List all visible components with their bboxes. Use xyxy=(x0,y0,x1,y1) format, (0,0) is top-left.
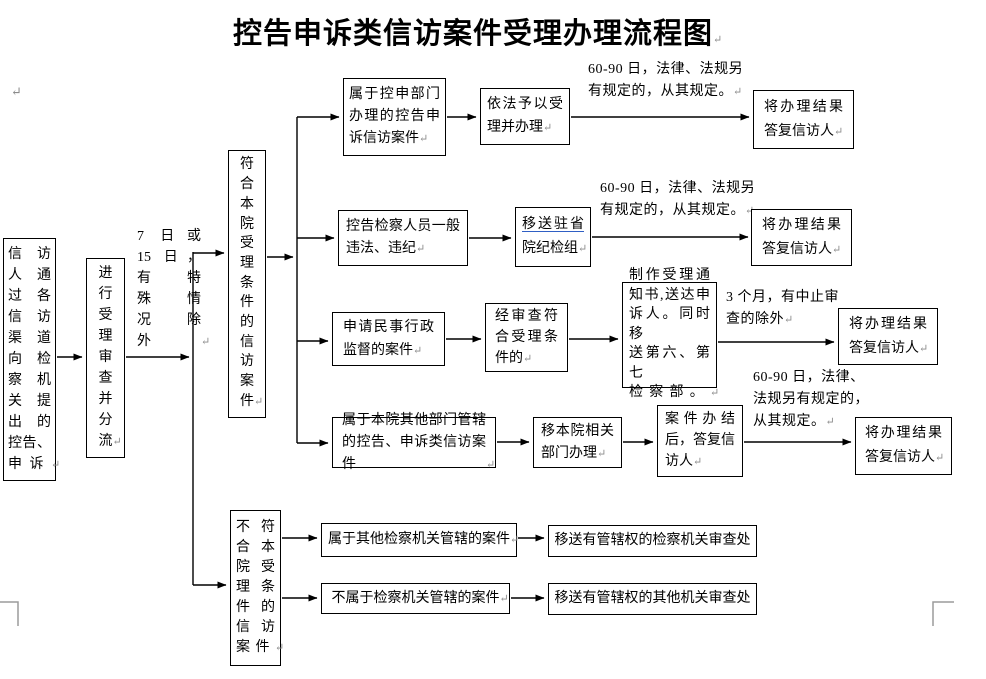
node-branch4-done-text: 案件办结后，答复信访人 xyxy=(665,412,735,469)
note-branch4-deadline: 60-90 日，法律、 法规另有规定的， 从其规定。↵ xyxy=(753,370,869,429)
text-boundary-mark-bottom-right xyxy=(932,601,954,626)
page-title-text: 控告申诉类信访案件受理办理流程图 xyxy=(232,18,713,50)
node-reject1-transfer-text: 移送有管辖权的检察机关审查处 xyxy=(554,533,751,548)
node-branch3-case: 申请民事行政监督的案件↵ xyxy=(332,312,445,366)
node-branch4-done: 案件办结后，答复信访人↵ xyxy=(657,405,743,477)
node-branch3-notice: 制作受理通 知书,送达申 诉人。同时移 送第六、第七 检察部。↵ xyxy=(622,268,719,400)
note-branch2-deadline-text: 60-90 日，法律、法规另 有规定的，从其规定。 xyxy=(600,181,756,218)
node-branch2-case-text: 控告检察人员一般违法、违纪 xyxy=(346,219,460,256)
node-disqualify: 不符 合本 院受 理条 件的 信访 案件↵ xyxy=(230,510,284,666)
note-branch3-deadline: 3 个月，有中止审 查的除外↵ xyxy=(726,290,839,327)
note-branch1-deadline: 60-90 日，法律、法规另 有规定的，从其规定。↵ xyxy=(588,62,744,99)
note-branch3-deadline-text: 3 个月，有中止审 查的除外 xyxy=(726,290,839,327)
node-branch4-transfer: 移本院相关部门办理↵ xyxy=(533,417,622,468)
node-branch2-transfer-link-text: 移送驻省 xyxy=(522,217,584,232)
node-reject2-transfer-text: 移送有管辖权的其他机关审查处 xyxy=(554,591,751,606)
empty-paragraph-mark: ↵ xyxy=(11,84,22,99)
node-branch1-reply: 将办理结果答复信访人↵ xyxy=(753,90,854,149)
note-branch4-deadline-text: 60-90 日，法律、 法规另有规定的， 从其规定。 xyxy=(753,370,869,429)
node-branch1-reply-text: 将办理结果答复信访人 xyxy=(764,99,843,139)
node-branch1-handle-text: 依法予以受理并办理 xyxy=(487,97,563,135)
node-reject2-transfer: 移送有管辖权的其他机关审查处 xyxy=(548,583,757,615)
node-branch3-check: 经审查符合受理条件的↵ xyxy=(485,303,568,372)
node-reject2-case-text: 不属于检察机关管辖的案件 xyxy=(331,590,500,606)
node-branch1-case: 属于控申部门办理的控告申诉信访案件↵ xyxy=(343,78,446,156)
node-reject1-transfer: 移送有管辖权的检察机关审查处 xyxy=(548,525,757,557)
node-review-triage: 进 行 受 理 审 查 并 分 流↵ xyxy=(86,258,125,458)
node-branch3-reply: 将办理结果答复信访人↵ xyxy=(838,308,938,365)
node-branch3-case-text: 申请民事行政监督的案件 xyxy=(343,319,434,358)
node-reject1-case: 属于其他检察机关管辖的案件↵ xyxy=(321,523,519,557)
note-branch2-deadline: 60-90 日，法律、法规另 有规定的，从其规定。↵ xyxy=(600,181,756,218)
node-branch1-case-text: 属于控申部门办理的控告申诉信访案件 xyxy=(349,87,440,146)
node-branch2-transfer-rest-text: 院纪检组 xyxy=(522,241,578,256)
node-qualify-text: 符 合 本 院 受 理 条 件 的 信 访 案 件 xyxy=(240,157,254,409)
node-branch2-case: 控告检察人员一般违法、违纪↵ xyxy=(338,210,468,266)
node-branch4-transfer-text: 移本院相关部门办理 xyxy=(541,423,614,461)
node-branch2-reply-text: 将办理结果答复信访人 xyxy=(762,217,841,257)
node-branch4-reply: 将办理结果答复信访人↵ xyxy=(855,417,952,475)
label-time-limit-text: 7 日或 15 日， 有 特 殊 情 况 除 外 xyxy=(137,229,201,349)
node-reject2-case: 不属于检察机关管辖的案件↵ xyxy=(321,583,510,614)
label-time-limit: 7 日或 15 日， 有 特 殊 情 况 除 外↵ xyxy=(137,229,211,349)
node-branch2-reply: 将办理结果答复信访人↵ xyxy=(751,209,852,266)
text-boundary-mark-bottom-left xyxy=(0,601,19,626)
node-branch1-handle: 依法予以受理并办理↵ xyxy=(480,88,570,145)
node-branch2-transfer: 移送驻省院纪检组↵ xyxy=(515,207,591,267)
note-branch1-deadline-text: 60-90 日，法律、法规另 有规定的，从其规定。 xyxy=(588,62,744,99)
node-branch3-notice-text: 制作受理通 知书,送达申 诉人。同时移 送第六、第七 检察部。 xyxy=(629,268,710,401)
node-branch4-reply-text: 将办理结果答复信访人 xyxy=(865,426,942,465)
node-qualify: 符 合 本 院 受 理 条 件 的 信 访 案 件↵ xyxy=(228,150,266,418)
node-petition-source: 信访 人通 过各 信访 渠道 向检 察机 关提 出的 控告、 申诉↵ xyxy=(3,238,60,481)
page-title: 控告申诉类信访案件受理办理流程图↵ xyxy=(232,18,723,50)
node-branch3-reply-text: 将办理结果答复信访人 xyxy=(849,316,927,356)
node-reject1-case-text: 属于其他检察机关管辖的案件 xyxy=(328,532,510,547)
node-branch4-case-text: 属于本院其他部门管辖 的控告、申诉类信访案件 xyxy=(342,412,486,472)
node-branch4-case: 属于本院其他部门管辖 的控告、申诉类信访案件↵ xyxy=(332,413,496,472)
node-petition-source-text: 信访 人通 过各 信访 渠道 向检 察机 关提 出的 控告、 申诉 xyxy=(8,246,51,472)
node-disqualify-text: 不符 合本 院受 理条 件的 信访 案件 xyxy=(236,520,275,655)
node-review-triage-text: 进 行 受 理 审 查 并 分 流 xyxy=(98,266,113,449)
node-branch3-check-text: 经审查符合受理条件的 xyxy=(495,308,558,366)
